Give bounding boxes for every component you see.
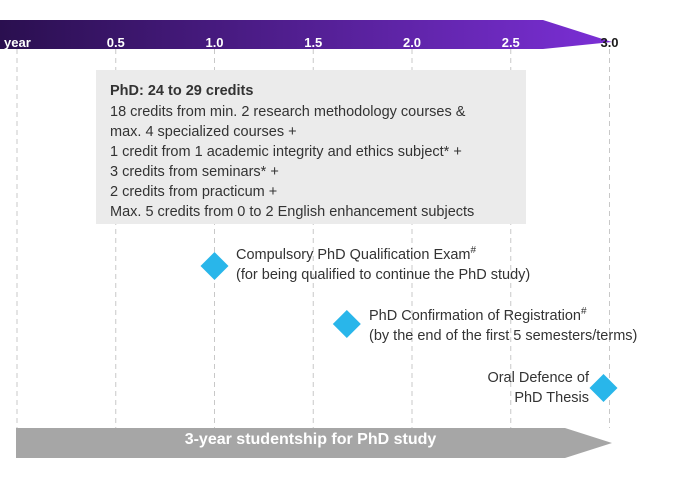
credits-line: 18 credits from min. 2 research methodol… [110,104,466,120]
milestone-note: PhD Thesis [514,390,589,406]
studentship-label: 3-year studentship for PhD study [184,431,437,448]
tick-label: 2.0 [402,35,422,50]
tick-label: 2.5 [501,35,520,50]
credits-line: 1 credit from 1 academic integrity and e… [110,144,462,160]
tick-label: 1.0 [205,35,224,50]
milestone-mark: # [470,245,477,257]
credits-line: Max. 5 credits from 0 to 2 English enhan… [110,204,475,220]
tick-label: 1.5 [304,35,323,50]
credits-box: PhD: 24 to 29 credits 18 credits from mi… [96,70,526,224]
milestone-mark: # [580,306,587,318]
credits-line: 2 credits from practicum + [110,184,278,200]
credits-title: PhD: 24 to 29 credits [110,83,254,99]
year-axis-arrow [0,20,612,49]
milestone-title: PhD Confirmation of Registration [369,308,581,324]
credits-line: 3 credits from seminars* + [110,164,279,180]
milestone-diamond [200,252,229,280]
credits-line: max. 4 specialized courses + [110,124,297,140]
studentship-arrow [16,428,612,458]
tick-label: 0.5 [106,35,125,50]
axis-label: year [4,35,31,50]
milestone-note: (by the end of the first 5 semesters/ter… [369,328,638,344]
milestone-oral-defence: Oral Defence of PhD Thesis [440,368,589,408]
milestone-diamond [589,374,618,402]
tick-label: 3.0 [600,35,619,50]
milestone-qualification-exam: Compulsory PhD Qualification Exam# (for … [236,245,530,285]
milestone-note: (for being qualified to continue the PhD… [236,267,531,283]
milestone-diamond [332,310,361,338]
milestone-title: Compulsory PhD Qualification Exam [236,247,471,263]
milestone-title: Oral Defence of [487,370,589,386]
milestone-confirmation-of-registration: PhD Confirmation of Registration# (by th… [369,306,637,346]
